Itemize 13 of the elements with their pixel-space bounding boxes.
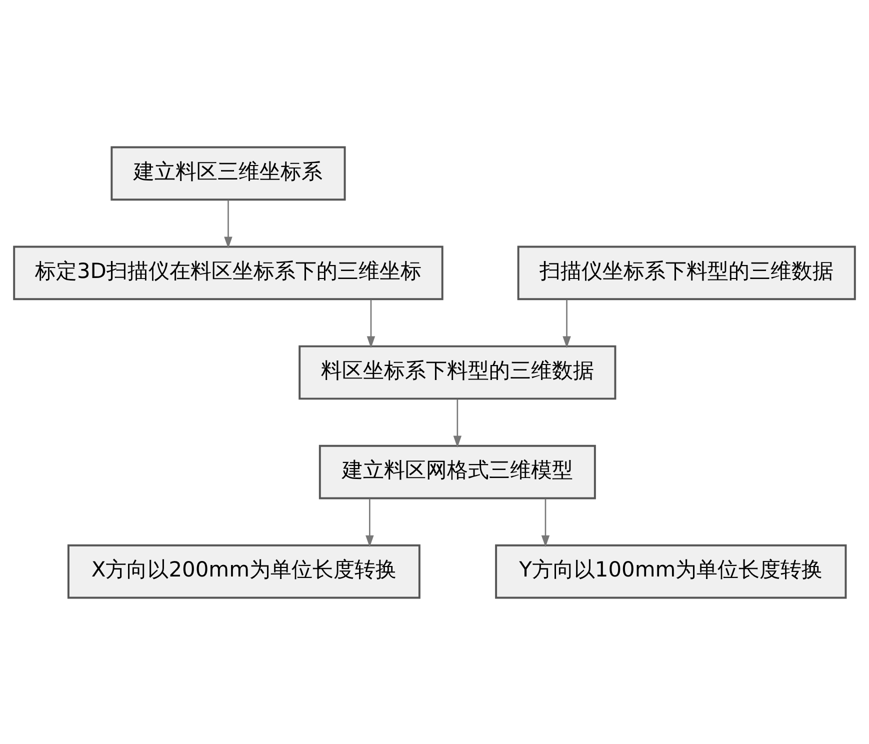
arrow [453,398,462,448]
node-box: 建立料区三维坐标系 [110,146,346,200]
arrow [366,498,374,547]
node-box: 料区坐标系下料型的三维数据 [298,344,616,400]
arrow [541,498,550,547]
arrow [224,200,232,248]
arrow [366,299,376,348]
arrow [562,299,571,348]
node-box: 建立料区网格式三维模型 [318,444,596,499]
node-box: 标定3D扫描仪在料区坐标系下的三维坐标 [13,245,444,300]
node-box: X方向以200mm为单位长度转换 [67,544,420,598]
node-box: 扫描仪坐标系下料型的三维数据 [517,245,856,300]
node-box: Y方向以100mm为单位长度转换 [495,544,847,598]
